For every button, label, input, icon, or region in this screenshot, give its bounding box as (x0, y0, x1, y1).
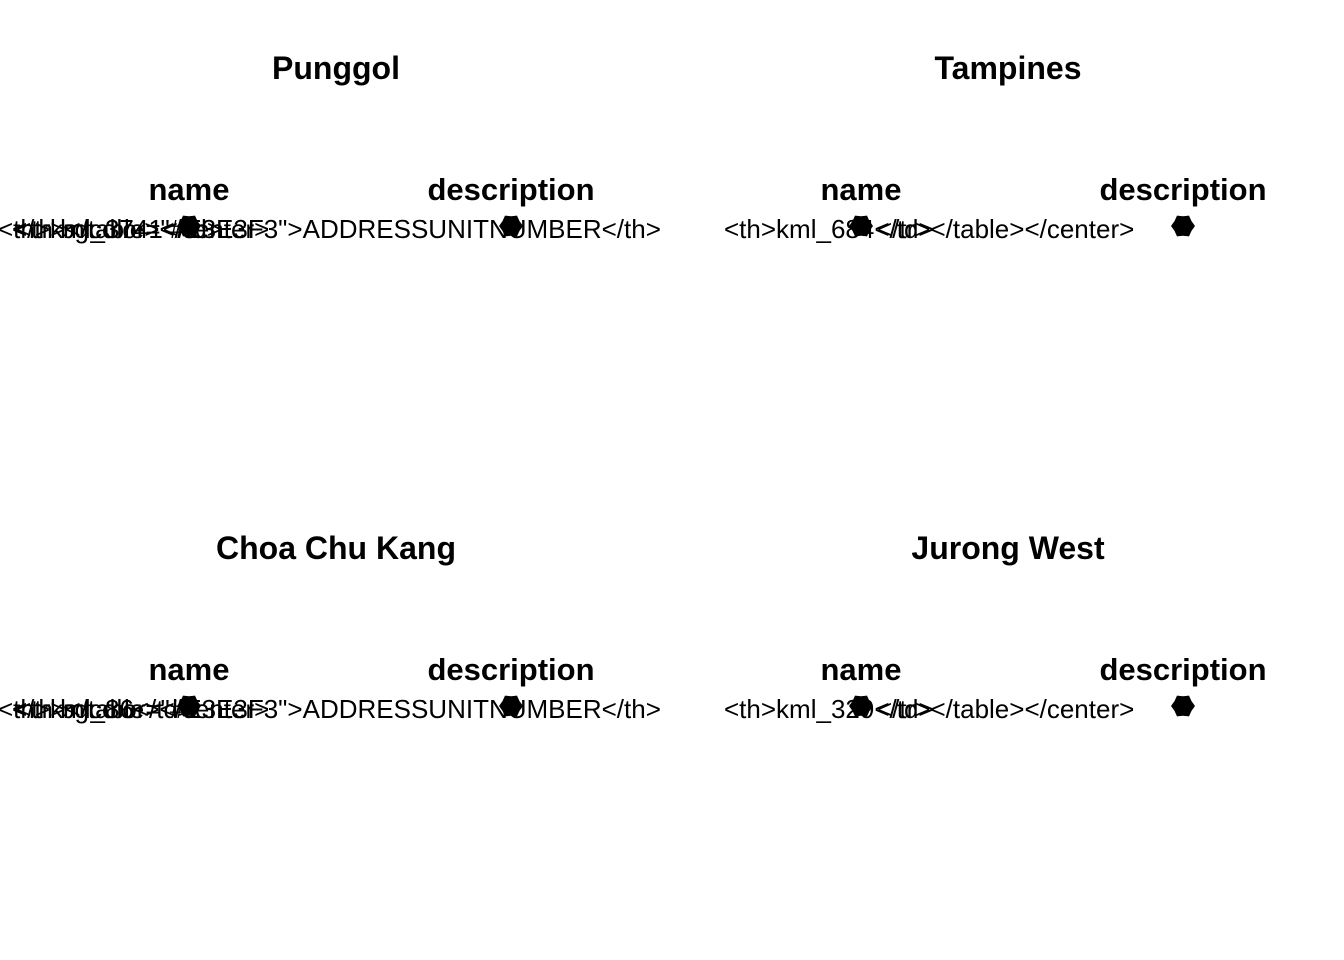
data-point (177, 215, 201, 237)
panel-jurong-west: Jurong West name description <th>kml_329</… (672, 480, 1344, 960)
panel-tampines: Tampines name description <th>kml_684</td>… (672, 0, 1344, 480)
data-point (1171, 695, 1195, 717)
row-label: <th>kml_86</td> (0, 694, 193, 724)
panel-plot: name description <th>kml_86</td><th bgcolo… (0, 652, 661, 724)
column-header-description: description (427, 172, 594, 207)
data-point (849, 695, 873, 717)
column-header-description: description (427, 652, 594, 687)
panel-title: Tampines (934, 50, 1082, 86)
panel-choa-chu-kang: Choa Chu Kang name description <th>kml_86<… (0, 480, 672, 960)
data-point (177, 695, 201, 717)
row-label: <th>kml_684</td> (724, 214, 934, 244)
row-label: </tr></table></center> (12, 694, 269, 724)
data-point (499, 695, 523, 717)
column-header-description: description (1099, 652, 1266, 687)
column-header-name: name (821, 652, 902, 687)
row-label: </tr></table></center> (877, 694, 1134, 724)
panel-title: Punggol (272, 50, 400, 86)
column-header-name: name (821, 172, 902, 207)
row-label: <th>kml_329</td> (724, 694, 934, 724)
panel-plot: name description <th>kml_684</td></tr></ta… (724, 172, 1267, 244)
panel-plot: name description <th>kml_329</td></tr></ta… (724, 652, 1267, 724)
panel-title: Jurong West (911, 530, 1105, 566)
panel-title: Choa Chu Kang (216, 530, 456, 566)
row-label: </tr></table></center> (877, 214, 1134, 244)
data-point (849, 215, 873, 237)
data-point (1171, 215, 1195, 237)
column-header-name: name (149, 172, 230, 207)
column-header-name: name (149, 652, 230, 687)
column-header-description: description (1099, 172, 1266, 207)
row-label: <th bgcolor="#E3E3F3">ADDRESSUNITNUMBER<… (16, 214, 661, 244)
row-label: </tr></table></center> (12, 214, 269, 244)
row-label: <th bgcolor="#E3E3F3">ADDRESSUNITNUMBER<… (16, 694, 661, 724)
data-point (499, 215, 523, 237)
